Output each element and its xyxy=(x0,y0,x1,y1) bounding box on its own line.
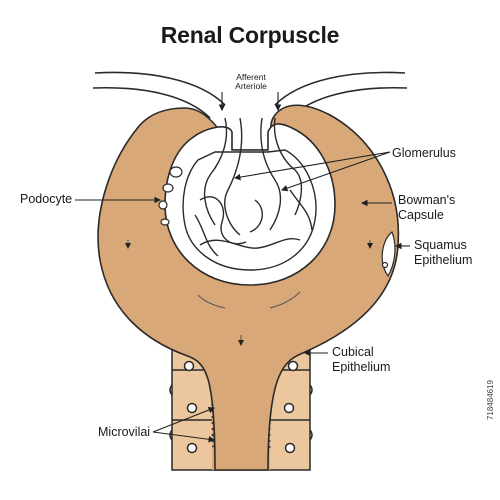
label-bowmans-capsule: Bowman's Capsule xyxy=(398,193,456,222)
label-squamus-epithelium: Squamus Epithelium xyxy=(414,238,473,267)
glomerulus xyxy=(182,117,317,271)
leader-lines xyxy=(75,92,410,443)
diagram-title: Renal Corpuscle xyxy=(160,22,340,48)
squamus-cell xyxy=(381,231,396,278)
flow-arrows xyxy=(125,240,373,346)
label-glomerulus: Glomerulus xyxy=(392,146,456,160)
label-podocyte: Podocyte xyxy=(20,192,73,206)
label-afferent-arteriole: Afferent Arteriole xyxy=(235,72,267,91)
stock-id-watermark: 718484619 xyxy=(486,380,495,421)
label-cubical-epithelium: Cubical Epithelium xyxy=(332,345,391,374)
afferent-arteriole xyxy=(92,71,408,119)
label-microvilai: Microvilai xyxy=(98,425,151,439)
